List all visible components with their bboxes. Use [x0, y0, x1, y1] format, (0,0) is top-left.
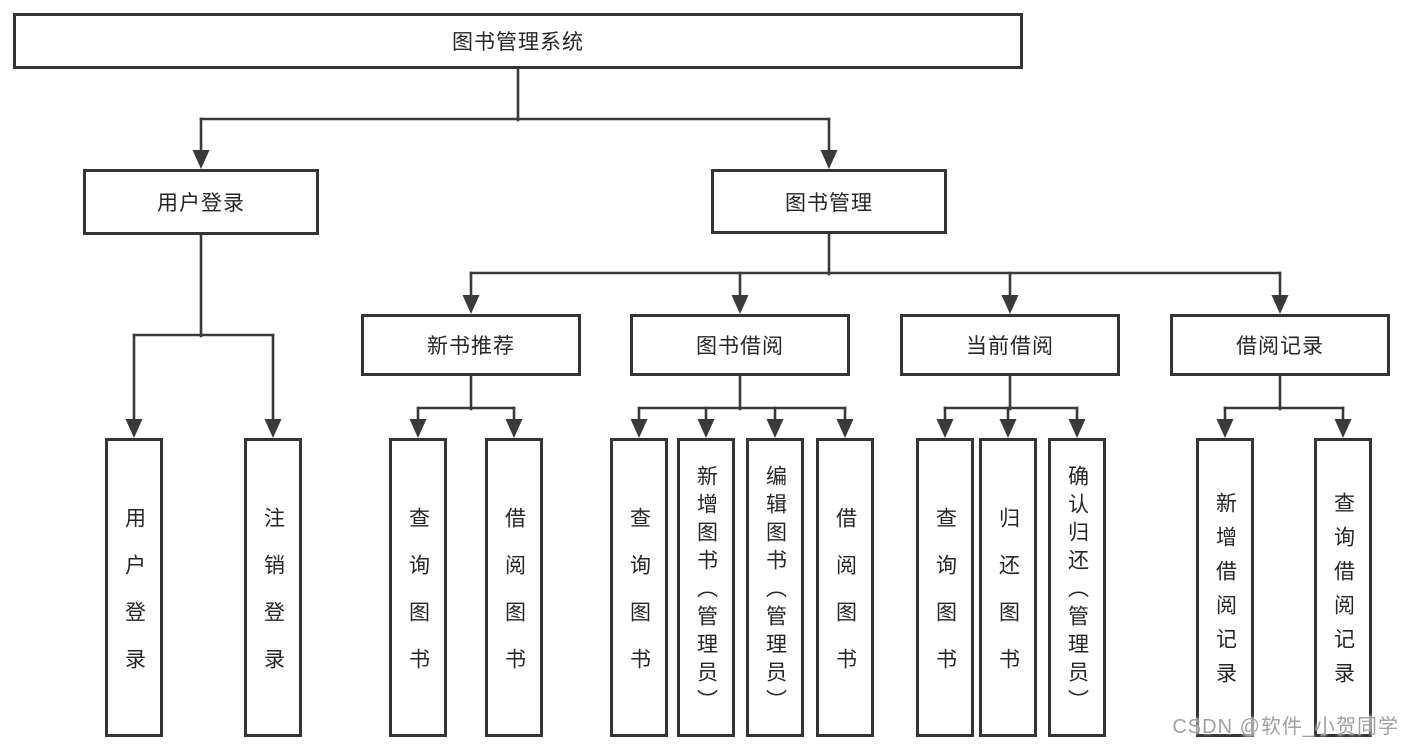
leaf-label: 新增图书（管理员）: [694, 465, 718, 717]
leaf-label: 查询图书: [933, 506, 957, 695]
node-current-borrowing: 当前借阅: [900, 314, 1120, 376]
leaf-label: 查询图书: [627, 506, 651, 695]
leaf-label: 借阅图书: [502, 506, 526, 695]
leaf-edit-book-admin: 编辑图书（管理员）: [746, 438, 804, 737]
node-label: 图书借阅: [696, 335, 784, 358]
leaf-query-books-borrowing: 查询图书: [610, 438, 668, 737]
leaf-borrow-books-borrowing: 借阅图书: [816, 438, 874, 737]
node-label: 图书管理: [785, 191, 873, 215]
node-book-management: 图书管理: [711, 169, 947, 234]
leaf-confirm-return-admin: 确认归还（管理员）: [1048, 438, 1106, 737]
leaf-user-login: 用户登录: [105, 438, 163, 737]
node-label: 新书推荐: [427, 335, 515, 358]
leaf-add-borrow-record: 新增借阅记录: [1196, 438, 1254, 737]
leaf-label: 查询借阅记录: [1331, 492, 1355, 696]
node-label: 当前借阅: [966, 335, 1054, 358]
leaf-query-books-current: 查询图书: [916, 438, 974, 737]
leaf-label: 查询图书: [406, 506, 430, 695]
leaf-label: 用户登录: [122, 506, 146, 695]
leaf-label: 归还图书: [996, 506, 1020, 695]
leaf-label: 借阅图书: [833, 506, 857, 695]
node-label: 借阅记录: [1236, 335, 1324, 358]
node-new-book-recommend: 新书推荐: [361, 314, 581, 376]
leaf-label: 编辑图书（管理员）: [763, 465, 787, 717]
leaf-borrow-books-recommend: 借阅图书: [485, 438, 543, 737]
leaf-query-borrow-record: 查询借阅记录: [1314, 438, 1372, 737]
leaf-label: 新增借阅记录: [1213, 492, 1237, 696]
leaf-add-book-admin: 新增图书（管理员）: [677, 438, 735, 737]
leaf-label: 确认归还（管理员）: [1065, 465, 1089, 717]
node-label: 用户登录: [157, 192, 245, 215]
leaf-logout: 注销登录: [244, 438, 302, 737]
node-borrowing-records: 借阅记录: [1170, 314, 1390, 376]
node-library-system: 图书管理系统: [13, 13, 1023, 69]
leaf-query-books-recommend: 查询图书: [389, 438, 447, 737]
node-label: 图书管理系统: [452, 31, 584, 54]
leaf-label: 注销登录: [261, 506, 285, 695]
node-book-borrowing: 图书借阅: [630, 314, 850, 376]
leaf-return-book: 归还图书: [979, 438, 1037, 737]
node-user-login: 用户登录: [83, 169, 319, 235]
watermark-text: CSDN @软件_小贺同学: [1172, 716, 1399, 738]
